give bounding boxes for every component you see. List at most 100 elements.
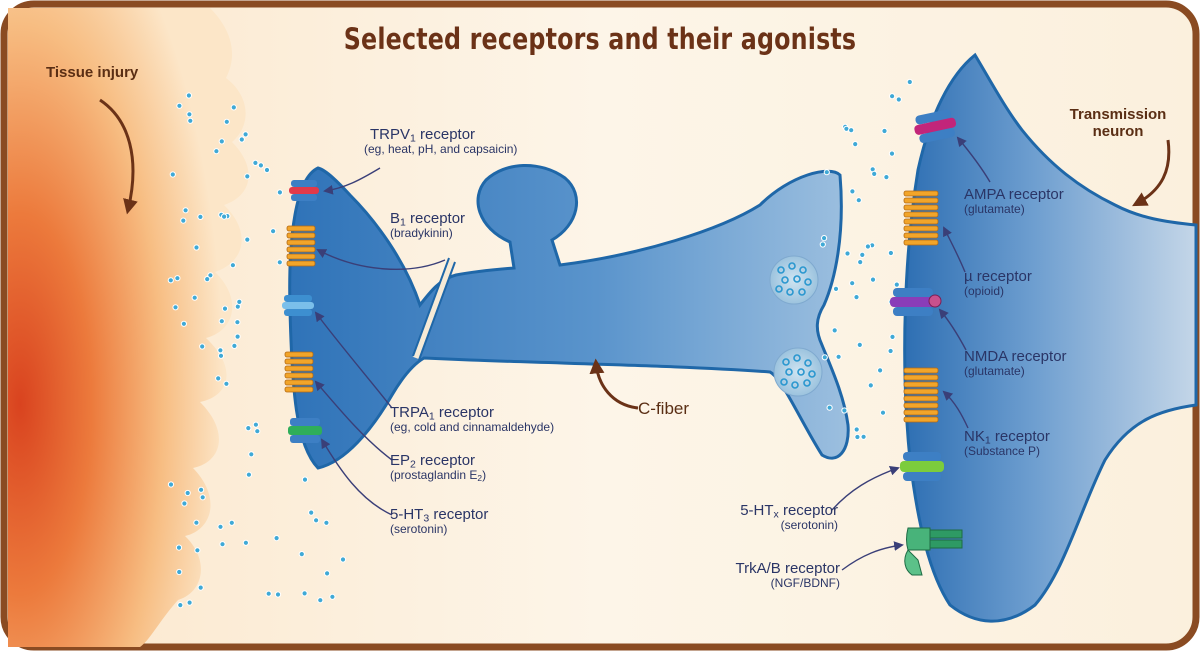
- ep2-label: EP2 receptor (prostaglandin E2): [390, 452, 487, 484]
- tissue-injury-arrow: [99, 98, 138, 215]
- nk1-receptor: [903, 367, 939, 423]
- right-connector-arrows: [831, 136, 991, 571]
- agonist-molecule: [849, 280, 856, 287]
- agonist-molecule: [276, 189, 283, 196]
- trpa1-label: TRPA1 receptor (eg, cold and cinnamaldeh…: [390, 404, 555, 435]
- agonist-molecule: [852, 141, 859, 148]
- agonist-molecule: [823, 169, 830, 176]
- agonist-molecule: [879, 409, 887, 416]
- 5-htx-arrow: [831, 466, 900, 511]
- agonist-molecule: [229, 262, 236, 269]
- agonist-molecule: [199, 343, 206, 350]
- agonist-molecule: [869, 276, 877, 283]
- agonist-molecule: [887, 249, 895, 257]
- trpv1-receptor: [289, 180, 319, 201]
- ampa-label: AMPA receptor (glutamate): [964, 186, 1064, 217]
- c-fiber-label: C-fiber: [638, 399, 690, 418]
- agonist-molecule: [167, 277, 174, 284]
- b1-label: B1 receptor (bradykinin): [390, 210, 466, 241]
- agonist-molecule: [848, 127, 855, 134]
- 5-htx-receptor: [900, 452, 944, 481]
- agonist-molecule: [169, 171, 176, 178]
- nmda-receptor: [890, 288, 942, 316]
- agonist-molecule: [244, 236, 251, 243]
- agonist-molecule: [221, 305, 229, 312]
- agonist-molecule: [218, 318, 225, 325]
- tissue-injury-region: [8, 8, 249, 647]
- agonist-molecule: [236, 298, 243, 305]
- agonist-molecule: [231, 342, 238, 349]
- agonist-molecule: [228, 519, 235, 526]
- agonist-molecule: [324, 570, 331, 577]
- agonist-molecule: [242, 131, 249, 138]
- trka-b-label: TrkA/B receptor (NGF/BDNF): [735, 560, 840, 591]
- nk1-arrow: [942, 390, 969, 429]
- agonist-molecule: [841, 407, 848, 414]
- agonist-molecule: [323, 519, 330, 526]
- 5-ht3-label: 5-HT3 receptor (serotonin): [390, 506, 489, 537]
- agonist-molecule: [213, 148, 220, 155]
- b1-receptor: [286, 225, 316, 267]
- annotation-arrows: [99, 98, 1171, 410]
- agonist-molecule: [854, 433, 861, 441]
- agonist-molecule: [826, 404, 833, 411]
- left-connector-arrows: [314, 167, 446, 516]
- agonist-molecule: [849, 188, 856, 195]
- synaptic-vesicle-upper: [769, 255, 819, 305]
- agonist-molecule: [301, 476, 309, 483]
- c-fiber-neuron: [288, 164, 850, 470]
- agonist-molecule: [197, 584, 204, 591]
- agonist-molecules: [167, 78, 913, 609]
- agonist-molecule: [219, 541, 226, 548]
- trka-b-arrow: [841, 541, 904, 571]
- b1-arrow: [316, 249, 446, 271]
- agonist-molecule: [245, 471, 252, 478]
- agonist-molecule: [273, 535, 280, 542]
- agonist-molecule: [218, 138, 225, 145]
- agonist-molecule: [821, 235, 828, 242]
- agonist-molecule: [881, 127, 888, 135]
- agonist-molecule: [855, 197, 862, 204]
- agonist-molecule: [276, 259, 283, 266]
- agonist-molecule: [889, 333, 896, 340]
- agonist-molecule: [877, 367, 884, 374]
- agonist-molecule: [234, 319, 241, 326]
- agonist-molecule: [177, 602, 184, 609]
- agonist-molecule: [860, 433, 867, 440]
- agonist-molecule: [244, 173, 251, 180]
- agonist-molecule: [181, 500, 188, 507]
- agonist-molecule: [167, 481, 175, 488]
- agonist-molecule: [182, 207, 189, 214]
- agonist-molecule: [234, 333, 241, 340]
- agonist-molecule: [864, 243, 872, 250]
- agonist-molecule: [889, 93, 896, 100]
- agonist-molecule: [252, 159, 259, 166]
- ep2-receptor: [284, 351, 314, 393]
- agonist-molecule: [223, 380, 230, 387]
- agonist-molecule: [832, 285, 840, 292]
- agonist-molecule: [853, 426, 860, 433]
- agonist-molecule: [313, 517, 320, 524]
- agonist-molecule: [180, 320, 187, 327]
- nmda-label: NMDA receptor (glutamate): [964, 348, 1067, 379]
- agonist-molecule: [835, 353, 842, 360]
- agonist-molecule: [871, 170, 878, 177]
- agonist-molecule: [230, 104, 237, 111]
- transmission-neuron: [903, 52, 1198, 623]
- trpa1-receptor: [282, 295, 314, 316]
- agonist-molecule: [186, 599, 193, 606]
- mu-label: µ receptor (opioid): [964, 268, 1032, 299]
- agonist-molecule: [252, 421, 259, 428]
- agonist-molecule: [857, 259, 864, 266]
- diagram-title: Selected receptors and their agonists: [343, 22, 857, 56]
- agonist-molecule: [245, 425, 252, 432]
- agonist-molecule: [248, 451, 255, 458]
- transmission-neuron-arrow: [1132, 139, 1171, 207]
- agonist-molecule: [193, 244, 200, 251]
- agonist-molecule: [274, 591, 282, 598]
- agonist-molecule: [265, 590, 272, 597]
- agonist-molecule: [893, 281, 900, 288]
- agonist-molecule: [339, 556, 347, 563]
